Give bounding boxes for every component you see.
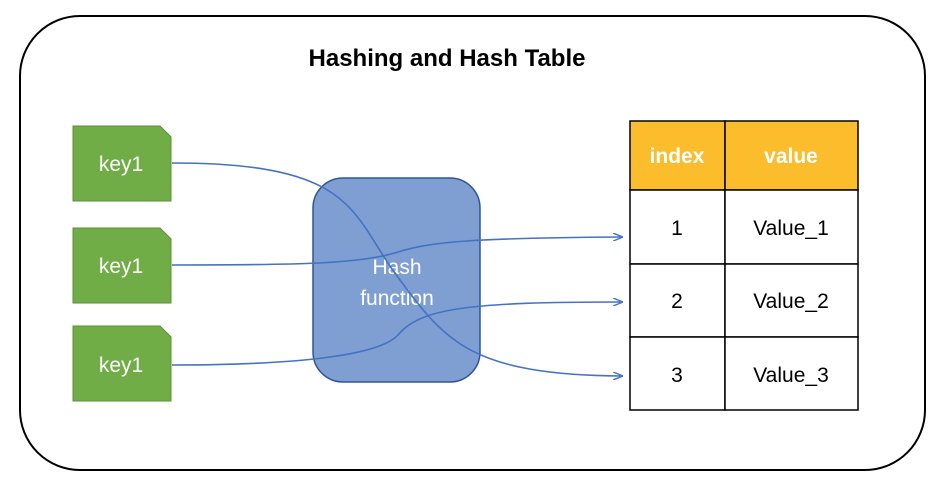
row-index: 1 (671, 217, 683, 240)
row-value: Value_2 (753, 290, 829, 313)
key-label: key1 (99, 354, 143, 377)
hash-function-shape (312, 177, 481, 383)
key-shape (72, 227, 172, 304)
value-cell (724, 263, 859, 338)
value-cell (724, 189, 859, 265)
key-box-2: key1 (72, 227, 172, 304)
key-box-3: key1 (72, 325, 172, 402)
arrow-key3-to-index-2 (171, 302, 622, 366)
table-row: 1 Value_1 (629, 189, 859, 265)
key-label: key1 (99, 153, 143, 176)
index-cell (629, 189, 726, 265)
header-value: value (764, 145, 818, 168)
arrow-key1-to-index-3 (171, 162, 622, 376)
hash-table: index value 1 Value_1 2 Value_2 3 Value_… (629, 120, 859, 411)
arrow-key2-to-index-1 (171, 237, 622, 266)
row-index: 3 (671, 364, 683, 387)
row-value: Value_1 (753, 217, 829, 240)
key-box-1: key1 (72, 125, 172, 202)
hash-function-box: Hash function (312, 177, 481, 383)
table-row: 3 Value_3 (629, 336, 859, 411)
diagram-title: Hashing and Hash Table (309, 45, 586, 72)
key-label: key1 (99, 255, 143, 278)
value-cell (724, 336, 859, 411)
header-index: index (650, 145, 705, 168)
row-index: 2 (671, 290, 683, 313)
key-shape (72, 125, 172, 202)
key-shape (72, 325, 172, 402)
header-index-cell (629, 120, 726, 191)
table-row: 2 Value_2 (629, 263, 859, 338)
index-cell (629, 336, 726, 411)
hash-function-label-line1: Hash (372, 256, 421, 279)
header-value-cell (724, 120, 859, 191)
hash-function-label-line2: function (360, 287, 434, 310)
row-value: Value_3 (753, 364, 829, 387)
